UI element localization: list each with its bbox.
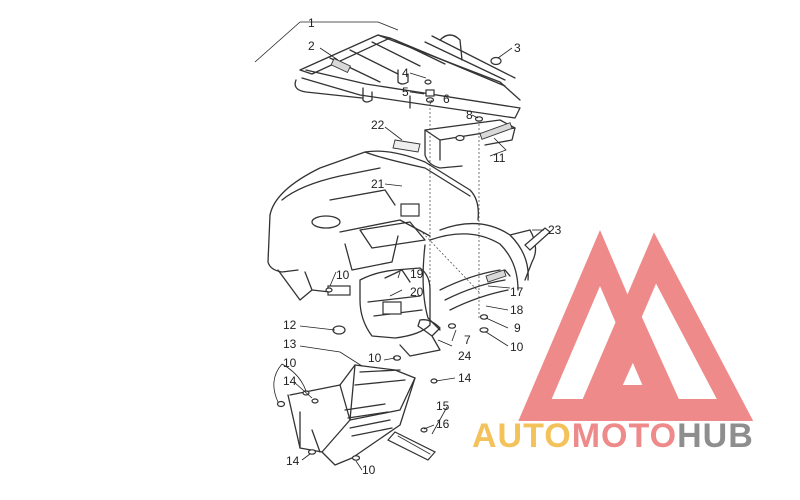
watermark-logo-mark	[518, 230, 754, 421]
callout-11: 11	[493, 151, 506, 165]
callout-19: 19	[410, 267, 424, 281]
callout-21: 21	[371, 177, 385, 191]
callout-5: 5	[402, 85, 409, 99]
callout-14-a: 14	[283, 374, 297, 388]
callout-16: 16	[436, 417, 450, 431]
callout-labels: 1 2 3 4 5 6 8 11 22 21 23 10 19 20 17 18…	[283, 16, 562, 477]
callout-6: 6	[443, 92, 450, 106]
leader-lines	[254, 21, 544, 471]
footrest-strip	[387, 431, 436, 461]
rear-fender	[267, 150, 537, 357]
rack-hardware	[424, 56, 513, 142]
footwell-panel	[287, 364, 416, 466]
callout-10-d: 10	[283, 356, 297, 370]
callout-13: 13	[283, 337, 297, 351]
lower-hardware	[276, 378, 438, 461]
callout-9: 9	[514, 321, 521, 335]
callout-22: 22	[371, 118, 385, 132]
callout-1: 1	[308, 16, 315, 30]
logo-text-moto: MOTO	[571, 417, 678, 455]
callout-12: 12	[283, 318, 297, 332]
logo-text-auto: AUTO	[472, 417, 572, 455]
decal-22	[392, 139, 421, 153]
callout-20: 20	[410, 285, 424, 299]
callout-10-e: 10	[362, 463, 376, 477]
decal-23	[524, 227, 551, 251]
callout-15: 15	[436, 399, 450, 413]
callout-14-c: 14	[286, 454, 300, 468]
callout-24: 24	[458, 349, 472, 363]
callout-10-c: 10	[368, 351, 382, 365]
callout-2: 2	[308, 39, 315, 53]
fender-hardware	[325, 287, 489, 361]
callout-10-b: 10	[510, 340, 524, 354]
rear-rack	[294, 34, 521, 169]
callout-4: 4	[402, 66, 409, 80]
watermark-logo-text: AUTOMOTOHUB	[472, 418, 754, 454]
callout-23: 23	[548, 223, 562, 237]
logo-text-hub: HUB	[677, 417, 754, 455]
callout-8: 8	[466, 108, 473, 122]
callout-17: 17	[510, 285, 524, 299]
callout-3: 3	[514, 41, 521, 55]
callout-10-a: 10	[336, 268, 350, 282]
assembly-guide-lines	[419, 100, 480, 318]
callout-14-b: 14	[458, 371, 472, 385]
callout-7: 7	[464, 333, 471, 347]
callout-18: 18	[510, 303, 524, 317]
